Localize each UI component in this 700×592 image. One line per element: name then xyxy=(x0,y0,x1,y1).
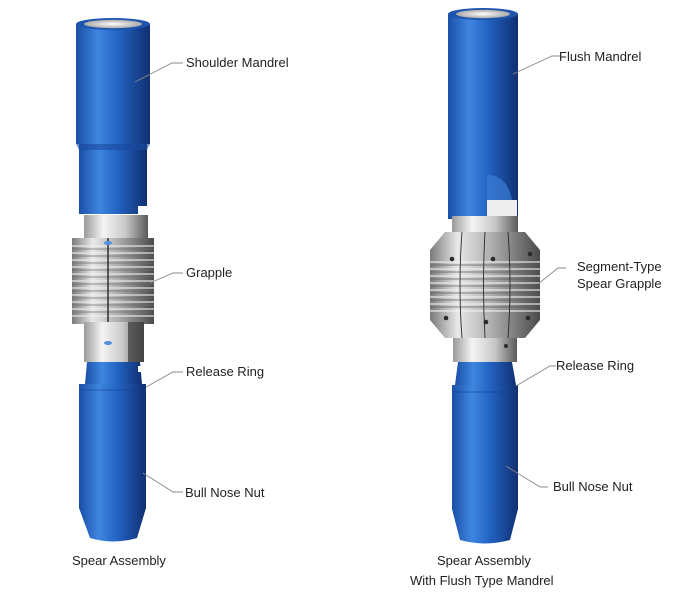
leader-flush-mandrel xyxy=(512,55,560,75)
leader-segment-grapple xyxy=(537,267,566,285)
bull-nose-nut xyxy=(452,385,518,544)
label-flush-mandrel: Flush Mandrel xyxy=(559,49,642,64)
leader-grapple xyxy=(149,272,183,284)
label-shoulder-mandrel: Shoulder Mandrel xyxy=(186,55,289,70)
leader-shoulder-mandrel xyxy=(134,62,183,83)
label-bull-nose-nut-left: Bull Nose Nut xyxy=(185,485,265,500)
caption-right-assembly-line1: Spear Assembly xyxy=(437,553,531,568)
leader-bull-nose-left xyxy=(142,472,183,493)
label-release-ring-right: Release Ring xyxy=(556,358,635,373)
label-grapple: Grapple xyxy=(186,265,233,280)
leader-release-ring-right xyxy=(515,365,556,387)
label-segment-type-line2: Spear Grapple xyxy=(577,276,662,291)
grapple xyxy=(72,215,154,362)
label-bull-nose-nut-right: Bull Nose Nut xyxy=(553,479,633,494)
leader-lines xyxy=(134,55,566,493)
caption-right-assembly-line2: With Flush Type Mandrel xyxy=(410,573,554,588)
leader-release-ring-left xyxy=(145,371,183,388)
segment-type-spear-grapple xyxy=(430,216,540,362)
leader-bull-nose-right xyxy=(505,465,548,488)
right-spear-assembly xyxy=(430,8,540,544)
label-release-ring-left: Release Ring xyxy=(186,364,265,379)
left-spear-assembly xyxy=(72,18,154,542)
label-segment-type-line1: Segment-Type xyxy=(577,259,662,274)
flush-mandrel xyxy=(448,8,518,226)
bull-nose-nut xyxy=(79,384,146,542)
release-ring xyxy=(455,362,516,385)
caption-left-assembly: Spear Assembly xyxy=(72,553,166,568)
release-ring xyxy=(85,362,142,384)
shoulder-mandrel xyxy=(76,18,150,216)
